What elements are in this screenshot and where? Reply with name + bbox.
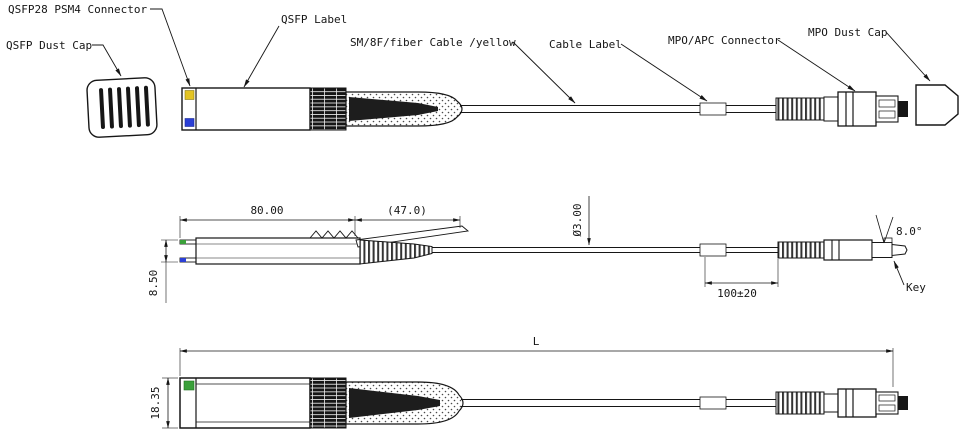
mpo-strain-relief-top: [775, 97, 825, 121]
leader-fiber-cable: [512, 41, 576, 104]
latch-spring: [309, 230, 359, 239]
leader-qsfp-dust-cap: [92, 44, 122, 77]
dim-text-cable-diameter: Ø3.00: [571, 203, 584, 236]
cable-label-bottom: [699, 396, 727, 410]
dim-text-apc-angle: 8.0°: [896, 225, 923, 238]
label-qsfp-label: QSFP Label: [281, 13, 347, 26]
leader-mpo-dust-cap: [885, 31, 931, 82]
label-qsfp28-psm4-connector: QSFP28 PSM4 Connector: [8, 3, 147, 16]
qsfp-fin-block-top: [309, 87, 347, 131]
qsfp-tab-blue: [184, 118, 195, 127]
leader-key: [893, 260, 905, 286]
dim-text-overall-length: L: [533, 335, 540, 348]
qsfp-fin-block-bottom: [309, 377, 347, 429]
leader-mpo-apc-connector: [777, 39, 856, 92]
label-mpo-apc-connector: MPO/APC Connector: [668, 34, 781, 47]
edge-tab-green: [180, 240, 186, 244]
dim-text-boot-length: (47.0): [387, 204, 427, 217]
apc-angle-lines: [875, 214, 894, 244]
top-view: [86, 77, 959, 138]
leader-cable-label: [620, 43, 708, 102]
qsfp-boot-bottom: [345, 381, 464, 425]
qsfp-tab-green-bottom: [183, 380, 195, 391]
qsfp-label-sticker: [184, 90, 195, 100]
mpo-key-bump: [883, 237, 893, 243]
leader-qsfp28-connector: [150, 8, 191, 87]
bottom-view: [179, 377, 908, 429]
qsfp-boot-top: [345, 91, 463, 127]
dim-text-assembly-height: 18.35: [149, 386, 162, 419]
mpo-ferrule-bottom: [898, 396, 908, 410]
edge-tab-blue: [180, 258, 186, 262]
cable-label-top: [699, 102, 727, 116]
dust-cap-slots: [99, 85, 150, 130]
label-fiber-cable: SM/8F/fiber Cable /yellow: [350, 36, 516, 49]
label-key: Key: [906, 281, 926, 294]
dim-text-qsfp-height: 8.50: [147, 270, 160, 297]
qsfp28-connector-bottom: [179, 377, 311, 429]
mpo-ferrule-top: [898, 101, 908, 117]
cable-label-side: [699, 243, 727, 257]
mpo-connector-top: [823, 91, 908, 127]
qsfp28-connector-side: [179, 225, 470, 265]
callouts: QSFP28 PSM4 Connector QSFP Dust Cap QSFP…: [6, 3, 931, 294]
fiber-cable-bottom: [461, 399, 778, 407]
mpo-connector-bottom: [823, 388, 908, 418]
dim-text-qsfp-body-length: 80.00: [250, 204, 283, 217]
qsfp28-connector-top: [181, 87, 311, 131]
qsfp-dust-cap: [86, 77, 158, 138]
mpo-connector-side: [823, 237, 908, 261]
label-qsfp-dust-cap: QSFP Dust Cap: [6, 39, 92, 52]
side-view: [179, 214, 908, 265]
qsfp-boot-side: [359, 239, 433, 265]
dim-text-label-distance: 100±20: [717, 287, 757, 300]
mpo-tip-side: [891, 243, 908, 257]
mpo-dust-cap: [915, 84, 959, 126]
label-mpo-dust-cap: MPO Dust Cap: [808, 26, 887, 39]
dimensions: 80.00 (47.0) 8.50 Ø3.00 100±20 8.0° L 18…: [147, 196, 923, 429]
mpo-strain-relief-side: [777, 241, 825, 259]
fiber-cable-top: [460, 105, 778, 113]
leader-qsfp-label: [243, 25, 280, 88]
label-cable-label: Cable Label: [549, 38, 622, 51]
mpo-strain-relief-bottom: [775, 391, 825, 415]
